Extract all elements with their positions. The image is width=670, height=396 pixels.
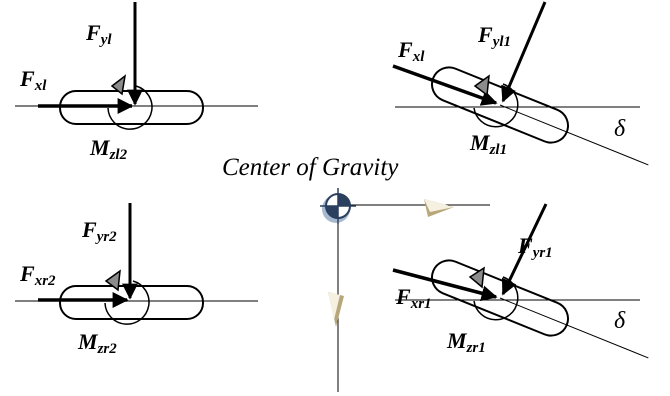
center-of-gravity-icon	[320, 188, 356, 224]
steer-axis-line	[499, 297, 649, 359]
moment-arc-mzl1	[473, 83, 519, 128]
moment-arc-mzr2	[104, 280, 150, 325]
force-arrow-fxl-front	[392, 64, 498, 106]
label-fxr1: Fxr1	[395, 284, 432, 312]
label-fyl1: Fyl1	[477, 22, 511, 50]
label-fyl: Fyl	[85, 20, 112, 48]
moment-arrowhead	[468, 266, 485, 289]
cog-axes	[320, 188, 490, 392]
wheel-front-left	[392, 1, 649, 166]
force-arrow-fxr1	[392, 268, 498, 302]
steer-axis-line	[499, 104, 649, 166]
moment-arrowhead	[104, 269, 121, 292]
steer-angle-symbol-bottom: δ	[614, 308, 626, 334]
label-mzl2: Mzl2	[89, 135, 128, 163]
wheel-rear-right	[15, 203, 258, 325]
moment-arc-mzr1	[473, 276, 519, 321]
wheel-front-right	[392, 203, 649, 359]
label-mzr2: Mzr2	[77, 329, 117, 357]
steer-angle-symbol-top: δ	[614, 116, 626, 142]
label-fyr1: Fyr1	[517, 233, 553, 261]
center-of-gravity-label: Center of Gravity	[222, 154, 399, 181]
label-fyr2: Fyr2	[81, 217, 117, 245]
force-arrow-fyl1	[501, 1, 547, 103]
wheel-rear-left	[15, 2, 258, 130]
moment-arc-mzl2	[107, 85, 153, 130]
label-mzl1: Mzl1	[469, 130, 507, 158]
label-fxl-front: Fxl	[397, 37, 425, 65]
label-fxr2: Fxr2	[19, 261, 56, 289]
label-fxl: Fxl	[19, 66, 47, 94]
moment-arrowhead	[110, 74, 127, 96]
label-mzr1: Mzr1	[446, 328, 486, 356]
moment-arrowhead	[473, 74, 490, 97]
force-arrow-fyr1	[501, 203, 548, 296]
